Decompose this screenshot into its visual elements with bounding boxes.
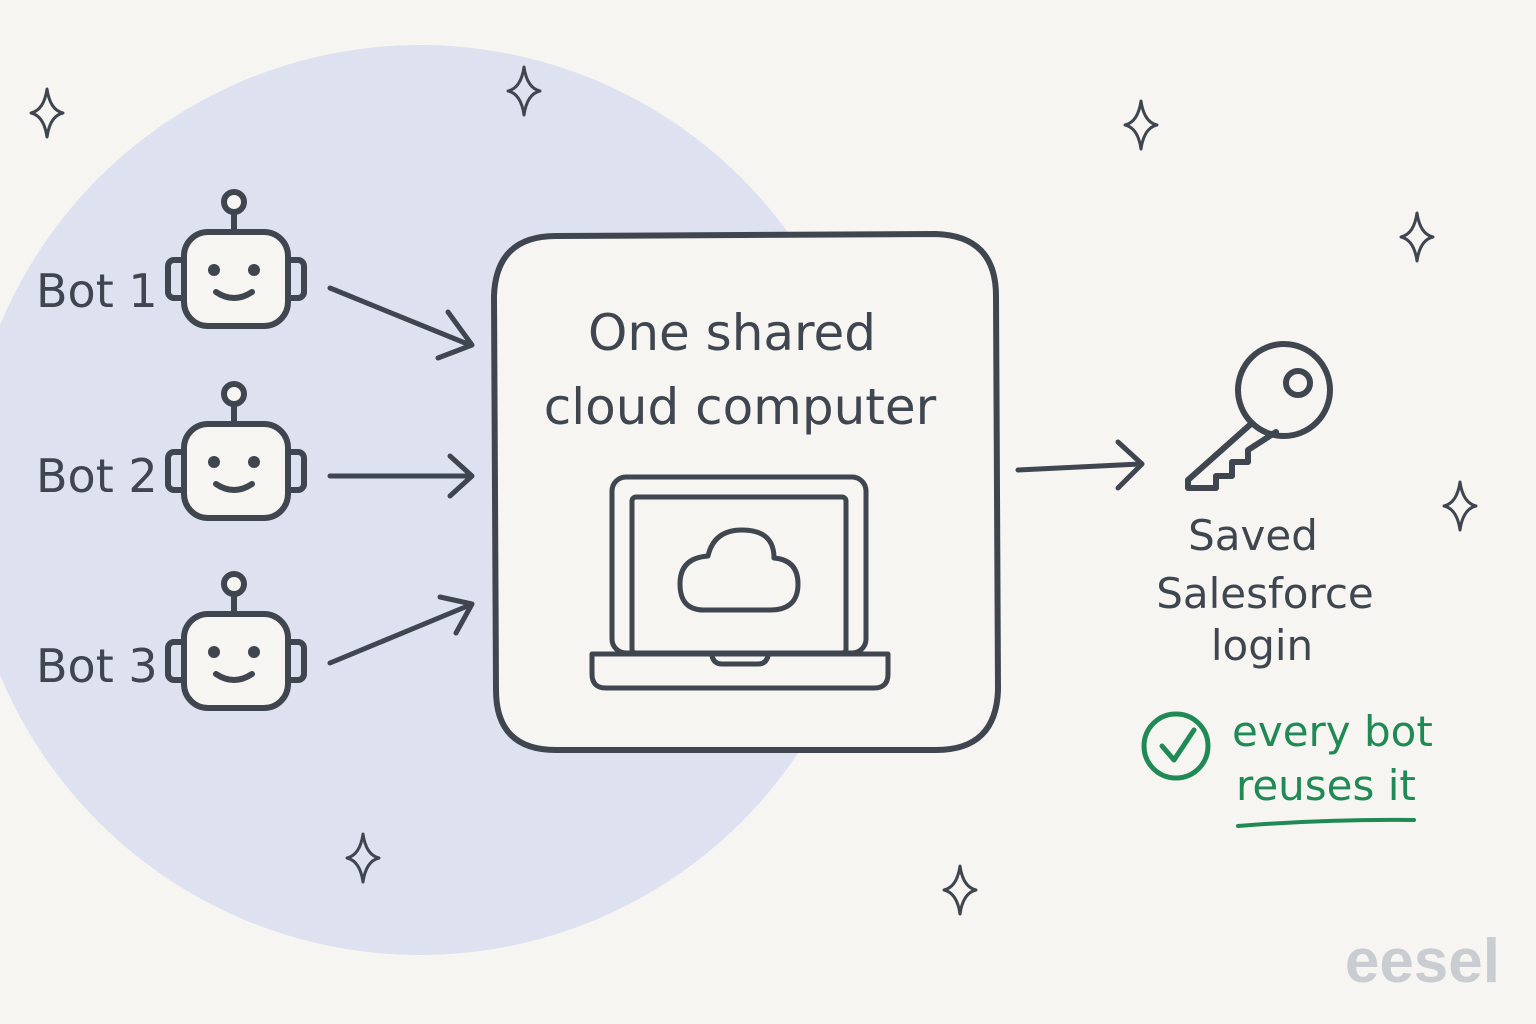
brand-logo: eesel (1345, 927, 1500, 996)
note-line-1: every bot (1232, 707, 1433, 756)
arrow-icon (327, 453, 475, 499)
bot-3-label: Bot 3 (36, 639, 158, 693)
check-circle-icon (1141, 711, 1211, 781)
key-label-line-1: Saved (1188, 511, 1318, 560)
sparkle-icon (1442, 480, 1478, 532)
laptop-icon (589, 474, 891, 691)
bot-2-label: Bot 2 (36, 449, 158, 503)
sparkle-icon (1399, 211, 1435, 263)
arrow-icon (327, 594, 475, 666)
cloud-icon (677, 527, 801, 613)
note-underline (1236, 817, 1416, 828)
arrow-icon (327, 285, 475, 361)
sparkle-icon (29, 87, 65, 139)
sparkle-icon (1123, 99, 1159, 151)
arrow-icon (1015, 439, 1145, 491)
note-line-2: reuses it (1236, 761, 1416, 810)
sparkle-icon (942, 864, 978, 916)
key-icon (1185, 341, 1333, 491)
key-label-line-3: login (1211, 621, 1313, 670)
center-title-line-1: One shared (588, 304, 876, 362)
key-label-line-2: Salesforce (1156, 569, 1374, 618)
bot-1-label: Bot 1 (36, 264, 158, 318)
center-title-line-2: cloud computer (544, 378, 937, 436)
